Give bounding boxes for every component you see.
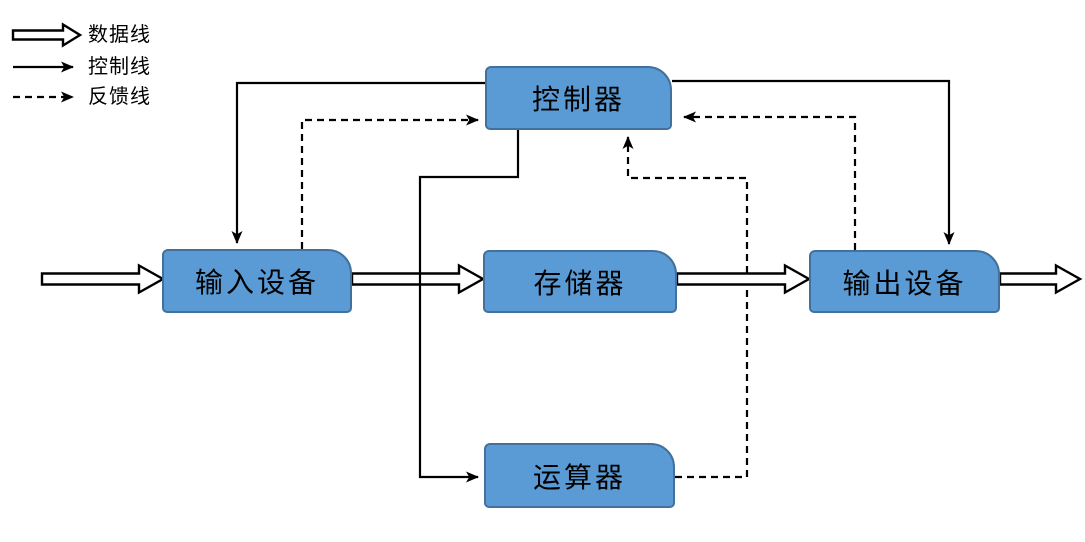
data-arrow-output-to-external xyxy=(998,263,1083,295)
control-line-controller-to-alu xyxy=(418,130,520,483)
legend-label-data-line: 数据线 xyxy=(88,24,151,46)
control-line-controller-to-output xyxy=(672,79,955,245)
feedback-line-output-to-controller xyxy=(683,111,857,250)
node-alu: 运算器 xyxy=(484,443,675,508)
data-arrow-memory-to-output xyxy=(675,263,812,295)
feedback-line-alu-to-controller xyxy=(622,136,749,479)
feedback-line-input-to-controller xyxy=(300,114,479,249)
control-line-controller-to-input xyxy=(231,81,485,244)
data-arrow-input-to-memory xyxy=(350,263,486,295)
legend-label-feedback-line: 反馈线 xyxy=(88,86,151,108)
node-controller: 控制器 xyxy=(485,66,672,130)
data-arrow-external-to-input xyxy=(40,263,166,295)
legend-data-arrow-sample xyxy=(11,22,83,48)
node-memory: 存储器 xyxy=(483,250,677,313)
legend-label-control-line: 控制线 xyxy=(88,56,151,78)
node-input-device: 输入设备 xyxy=(162,249,352,313)
node-output-device: 输出设备 xyxy=(809,250,1000,313)
